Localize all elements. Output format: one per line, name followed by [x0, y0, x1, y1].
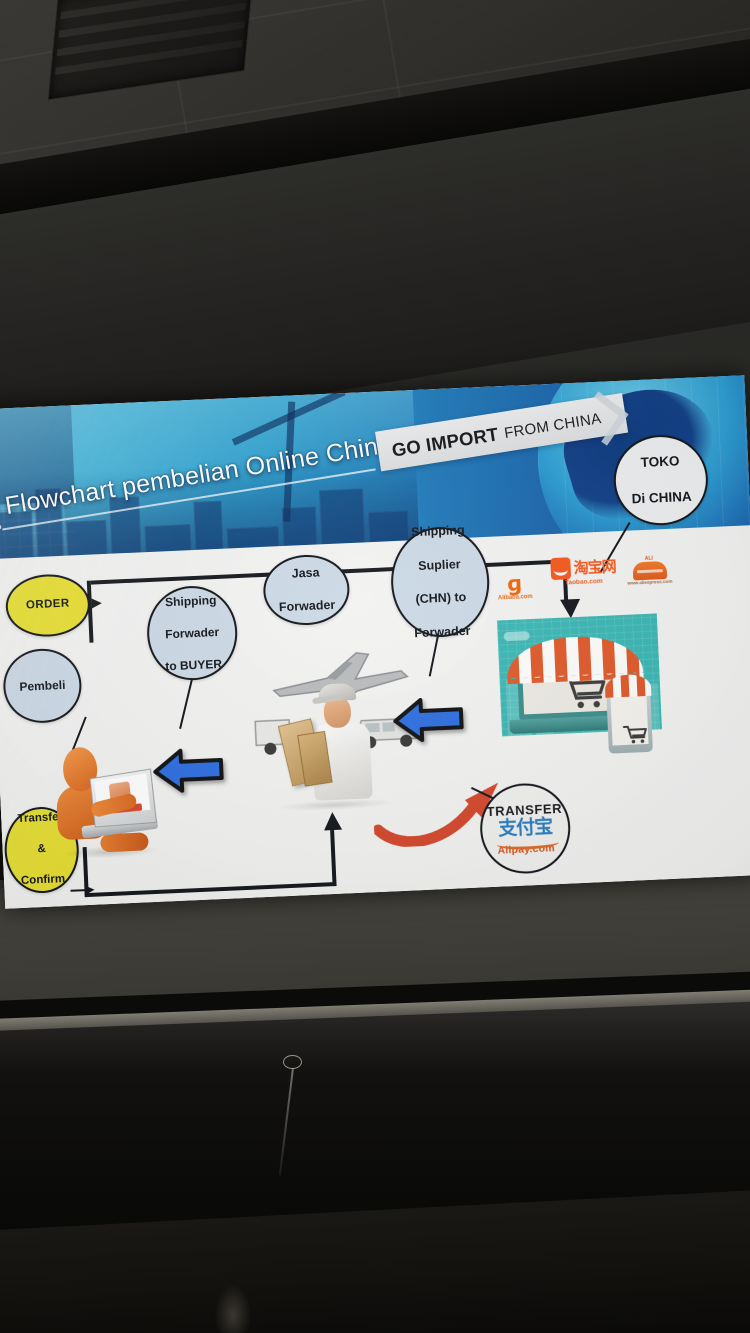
node-order[interactable]: ORDER: [4, 572, 92, 639]
arrow-red-curved-icon: [372, 780, 515, 848]
online-store-illustration: [488, 595, 675, 763]
forwarder-courier-illustration: [243, 628, 431, 816]
alipay-chinese-logo: 支付宝: [497, 814, 553, 840]
courier-person: [277, 682, 381, 809]
laptop-storefront-icon: [505, 634, 646, 737]
arrow-blue-left-icon: [148, 741, 228, 800]
node-shipping-forwader-to-buyer[interactable]: Shipping Forwader to BUYER: [145, 584, 240, 683]
node-toko-di-china-label: TOKO Di CHINA: [631, 453, 692, 507]
arrow-up-icon: [323, 811, 343, 831]
alibaba-logo: ɡ Alibaba.com: [497, 571, 533, 602]
go-import-light: FROM CHINA: [502, 409, 603, 442]
floor-shadow: [0, 1188, 750, 1333]
arrow-transfer-right-icon: [84, 884, 95, 896]
background-light-glow: [215, 1285, 251, 1333]
buyer-with-laptop-illustration: [38, 740, 160, 861]
slide-banner: Flowchart pembelian Online China GO IMPO…: [0, 375, 750, 570]
projection-screen: Flowchart pembelian Online China GO IMPO…: [0, 375, 750, 918]
node-shipping-suplier-label: Shipping Suplier (CHN) to Forwader: [410, 523, 471, 641]
bubble-tail: [179, 677, 194, 729]
slide-content: Flowchart pembelian Online China GO IMPO…: [0, 375, 750, 909]
flowchart-canvas: ORDER Pembeli Shipping Forwader to BUYER: [0, 433, 750, 909]
node-pembeli[interactable]: Pembeli: [1, 647, 84, 725]
node-shipping-forwader-to-buyer-label: Shipping Forwader to BUYER: [164, 592, 223, 674]
aliexpress-logo: ALI www.aliexpress.com: [627, 555, 673, 586]
chevron-right-icon: [592, 384, 646, 448]
taobao-bag-icon: [550, 557, 572, 581]
node-jasa-forwader-label: Jasa Forwader: [278, 565, 336, 615]
screen-pull-cord[interactable]: [278, 1067, 294, 1176]
node-pembeli-label: Pembeli: [19, 677, 66, 694]
taobao-logo: 淘宝网 Taobao.com: [550, 555, 616, 587]
node-jasa-forwader[interactable]: Jasa Forwader: [261, 553, 351, 627]
van-icon: [351, 708, 423, 753]
mobile-store-icon: [604, 673, 653, 754]
aliexpress-mark-icon: [632, 560, 667, 581]
shopping-cart-icon: [622, 724, 648, 745]
arrow-blue-left-icon: [388, 690, 468, 749]
node-shipping-suplier[interactable]: Shipping Suplier (CHN) to Forwader: [388, 523, 492, 640]
lower-wall: [0, 857, 750, 1333]
node-order-label: ORDER: [25, 597, 70, 612]
screen-pull-ring-icon[interactable]: [283, 1055, 302, 1069]
